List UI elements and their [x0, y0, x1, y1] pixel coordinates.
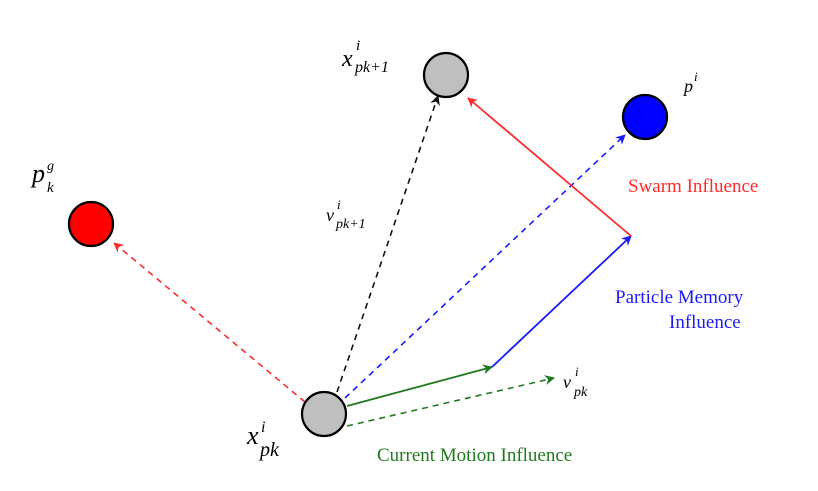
current-position-particle — [300, 390, 348, 438]
v-cur-base: v — [563, 372, 571, 392]
current-position-label: x i pk — [246, 419, 280, 461]
current-motion-vector — [346, 364, 493, 407]
x-cur-base: x — [246, 421, 259, 450]
p-sup: i — [694, 69, 698, 84]
global-best-label: p g k — [30, 159, 54, 196]
v-next-sub: pk+1 — [335, 217, 366, 232]
motion-influence-label: Current Motion Influence — [377, 445, 572, 466]
personal-best-direction-arrow — [344, 134, 626, 399]
v-cur-sub: pk — [573, 385, 588, 400]
v-next-base: v — [326, 205, 334, 225]
v-cur-sup: i — [575, 364, 579, 379]
x-cur-sub: pk — [258, 439, 280, 461]
swarm-influence-vector — [467, 97, 632, 237]
next-position-label: x i pk+1 — [341, 38, 389, 76]
swarm-influence-label: Swarm Influence — [628, 176, 758, 197]
v-next-sup: i — [337, 197, 341, 212]
memory-influence-label-line1: Particle Memory — [615, 287, 744, 308]
velocity-next-label: v i pk+1 — [326, 197, 366, 232]
pg-sup: g — [47, 159, 54, 174]
x-next-base: x — [341, 46, 353, 72]
x-cur-sup: i — [261, 419, 265, 436]
velocity-current-label: v i pk — [563, 364, 588, 400]
x-next-sup: i — [356, 38, 360, 54]
particle-memory-vector — [491, 235, 632, 368]
p-base: p — [682, 76, 693, 96]
x-next-sub: pk+1 — [354, 59, 389, 76]
current-velocity-arrow — [346, 375, 555, 427]
next-position-particle — [422, 51, 470, 99]
memory-influence-label-line2: Influence — [669, 312, 741, 333]
personal-best-label: p i — [682, 69, 698, 96]
personal-best-particle — [621, 93, 669, 141]
velocity-next-arrow — [336, 95, 440, 393]
global-best-direction-arrow — [113, 242, 306, 403]
pg-sub: k — [47, 180, 54, 196]
pg-base: p — [30, 159, 45, 188]
global-best-particle — [67, 200, 115, 248]
